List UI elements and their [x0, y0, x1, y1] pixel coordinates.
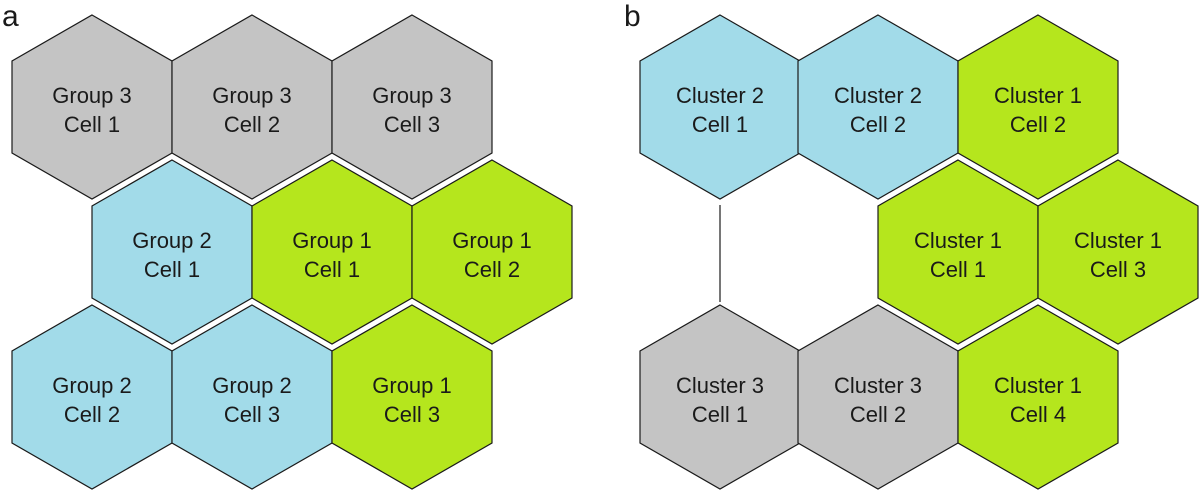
hex-label-line2: Cell 4	[1010, 402, 1066, 427]
hex-label-line1: Cluster 1	[914, 228, 1002, 253]
hex-label-line1: Group 3	[372, 83, 452, 108]
hex-label-line1: Group 2	[132, 228, 212, 253]
hex-cell: Group 2 Cell 3	[171, 304, 333, 490]
panel-a-letter: a	[2, 0, 19, 33]
hex-shape	[331, 14, 493, 200]
hex-label-line2: Cell 2	[1010, 112, 1066, 137]
hex-label-line1: Cluster 3	[676, 373, 764, 398]
hex-label-line2: Cell 1	[64, 112, 120, 137]
hex-label-line1: Cluster 3	[834, 373, 922, 398]
hex-cell: Group 3 Cell 3	[331, 14, 493, 200]
hex-label-line1: Group 1	[452, 228, 532, 253]
hex-label-line2: Cell 3	[384, 112, 440, 137]
hex-label-line2: Cell 1	[692, 402, 748, 427]
hex-cell: Group 3 Cell 1	[11, 14, 173, 200]
hex-label-line1: Cluster 2	[676, 83, 764, 108]
hex-shape	[957, 14, 1119, 200]
hex-cell: Group 1 Cell 3	[331, 304, 493, 490]
hex-label-line2: Cell 1	[930, 257, 986, 282]
hex-label-line2: Cell 2	[850, 112, 906, 137]
hex-shape	[1037, 159, 1199, 345]
hex-label-line2: Cell 2	[224, 112, 280, 137]
hex-label-line2: Cell 1	[144, 257, 200, 282]
hex-label-line1: Cluster 1	[994, 83, 1082, 108]
hex-cell: Cluster 1 Cell 3	[1037, 159, 1199, 345]
hex-cell: Group 1 Cell 1	[251, 159, 413, 345]
hex-label-line2: Cell 3	[1090, 257, 1146, 282]
hex-label-line1: Group 3	[212, 83, 292, 108]
hex-shape	[957, 304, 1119, 490]
hex-cell: Cluster 3 Cell 2	[797, 304, 959, 490]
hex-cell: Group 2 Cell 2	[11, 304, 173, 490]
hex-label-line1: Group 1	[292, 228, 372, 253]
hex-cell: Cluster 1 Cell 2	[957, 14, 1119, 200]
hex-label-line2: Cell 3	[384, 402, 440, 427]
hex-label-line1: Cluster 1	[994, 373, 1082, 398]
hex-cell: Group 2 Cell 1	[91, 159, 253, 345]
hex-label-line1: Group 3	[52, 83, 132, 108]
hex-label-line1: Group 2	[52, 373, 132, 398]
hex-cell: Cluster 1 Cell 1	[877, 159, 1039, 345]
hex-label-line1: Cluster 2	[834, 83, 922, 108]
hex-cell: Cluster 2 Cell 1	[639, 14, 801, 200]
hex-shape	[411, 159, 573, 345]
hex-label-line2: Cell 1	[304, 257, 360, 282]
hex-cell: Cluster 2 Cell 2	[797, 14, 959, 200]
hex-cell: Cluster 3 Cell 1	[639, 304, 801, 490]
hex-cell: Group 3 Cell 2	[171, 14, 333, 200]
hex-cell: Group 1 Cell 2	[411, 159, 573, 345]
panel-b-letter: b	[624, 0, 641, 33]
hex-label-line2: Cell 2	[464, 257, 520, 282]
hex-label-line2: Cell 2	[850, 402, 906, 427]
hex-label-line2: Cell 1	[692, 112, 748, 137]
hex-cell: Cluster 1 Cell 4	[957, 304, 1119, 490]
hex-label-line2: Cell 2	[64, 402, 120, 427]
hex-label-line2: Cell 3	[224, 402, 280, 427]
hex-label-line1: Group 2	[212, 373, 292, 398]
hex-label-line1: Cluster 1	[1074, 228, 1162, 253]
hex-shape	[331, 304, 493, 490]
hex-label-line1: Group 1	[372, 373, 452, 398]
